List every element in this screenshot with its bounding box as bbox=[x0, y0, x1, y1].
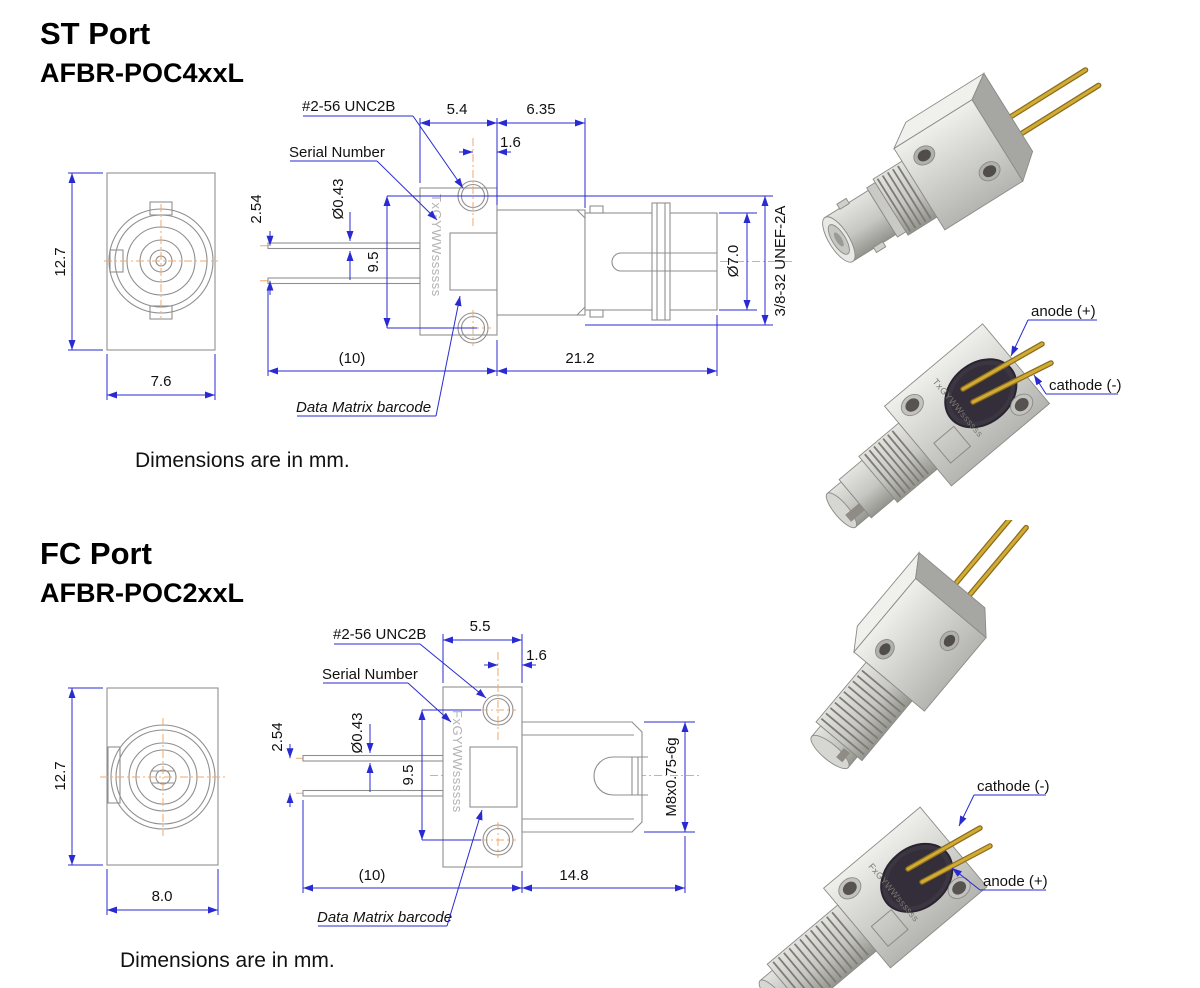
st-callout-thread: #2-56 UNC2B bbox=[302, 98, 395, 115]
fc-dim-overall-length: 14.8 bbox=[559, 867, 588, 884]
fc-key-notch bbox=[107, 746, 121, 804]
st-lead-pin-top bbox=[267, 242, 421, 250]
st-serial-marking: TxGYWWssssss bbox=[429, 194, 444, 297]
st-key-slot bbox=[611, 252, 717, 272]
fc-dim-front-height: 12.7 bbox=[52, 761, 69, 790]
st-dim-pin-length: (10) bbox=[339, 350, 366, 367]
fc-datamatrix-area bbox=[469, 746, 518, 808]
fc-side-view: FxGYWWssssss 5.5 1.6 2.54 Ø0.43 9.5 bbox=[269, 618, 700, 927]
st-callout-serial: Serial Number bbox=[289, 144, 385, 161]
st-dim-pin-diameter: Ø0.43 bbox=[330, 179, 347, 220]
fc-front-view: 12.7 8.0 bbox=[52, 687, 226, 915]
st-part-number: AFBR-POC4xxL bbox=[40, 58, 245, 88]
st-render-front bbox=[822, 67, 1102, 263]
st-technical-drawing: 12.7 7.6 TxGYWWssssss bbox=[52, 67, 1122, 529]
st-dim-barrel-diameter: Ø7.0 bbox=[725, 245, 742, 278]
st-dim-hole-span: 9.5 bbox=[365, 252, 382, 273]
fc-keyhole-slot bbox=[593, 756, 648, 796]
fc-dim-coupling-thread: M8x0.75-6g bbox=[663, 737, 680, 816]
st-dim-coupling-thread: 3/8-32 UNEF-2A bbox=[772, 206, 789, 317]
fc-dim-pin-pitch: 2.54 bbox=[269, 722, 286, 751]
fc-callout-datamatrix: Data Matrix barcode bbox=[317, 909, 452, 926]
st-title: ST Port bbox=[40, 16, 151, 51]
st-cathode-label: cathode (-) bbox=[1049, 377, 1122, 394]
st-lead-pin-bottom bbox=[267, 277, 421, 285]
fc-dim-pin-diameter: Ø0.43 bbox=[349, 713, 366, 754]
st-dim-front-height: 12.7 bbox=[52, 247, 69, 276]
st-bayonet-barrel bbox=[584, 212, 718, 311]
fc-dim-front-width: 8.0 bbox=[152, 888, 173, 905]
st-front-view: 12.7 7.6 bbox=[52, 172, 218, 400]
fc-dim-pin-length: (10) bbox=[359, 867, 386, 884]
fc-dim-hole-span: 9.5 bbox=[400, 765, 417, 786]
fc-dim-flange-width: 5.5 bbox=[470, 618, 491, 635]
fc-render-datamatrix bbox=[870, 908, 909, 948]
fc-dim-hole-offset: 1.6 bbox=[526, 647, 547, 664]
st-units-note: Dimensions are in mm. bbox=[135, 449, 350, 472]
fc-title: FC Port bbox=[40, 536, 152, 571]
fc-anode-label: anode (+) bbox=[983, 873, 1048, 890]
st-side-view: TxGYWWssssss 5.4 6.35 1.6 2.54 bbox=[248, 98, 795, 417]
st-dim-front-width: 7.6 bbox=[151, 373, 172, 390]
st-dim-flange-width: 5.4 bbox=[447, 101, 468, 118]
fc-units-note: Dimensions are in mm. bbox=[120, 949, 335, 972]
fc-part-number: AFBR-POC2xxL bbox=[40, 578, 245, 608]
fc-callout-thread: #2-56 UNC2B bbox=[333, 626, 426, 643]
st-anode-label: anode (+) bbox=[1031, 303, 1096, 320]
st-dim-hole-offset: 1.6 bbox=[500, 134, 521, 151]
fc-callout-serial: Serial Number bbox=[322, 666, 418, 683]
fc-threaded-body bbox=[521, 721, 643, 833]
st-bayonet-pin bbox=[651, 202, 671, 321]
fc-serial-marking: FxGYWWssssss bbox=[450, 710, 465, 813]
fc-render-front bbox=[810, 520, 1029, 770]
st-dim-pin-pitch: 2.54 bbox=[248, 194, 265, 223]
st-render-rear: TxGYWWssssss anode (+) cathode (-) bbox=[825, 303, 1122, 529]
st-callout-datamatrix: Data Matrix barcode bbox=[296, 399, 431, 416]
st-dim-overall-length: 21.2 bbox=[565, 350, 594, 367]
fc-cathode-label: cathode (-) bbox=[977, 778, 1050, 795]
st-dim-nut-length: 6.35 bbox=[526, 101, 555, 118]
st-hex-body bbox=[496, 209, 586, 316]
fc-render-rear: FxGYWWssssss cathode (-) anode (+) bbox=[758, 778, 1050, 988]
fc-technical-drawing: 12.7 8.0 FxGYWWssssss bbox=[52, 520, 1050, 988]
st-render-datamatrix bbox=[933, 425, 972, 464]
